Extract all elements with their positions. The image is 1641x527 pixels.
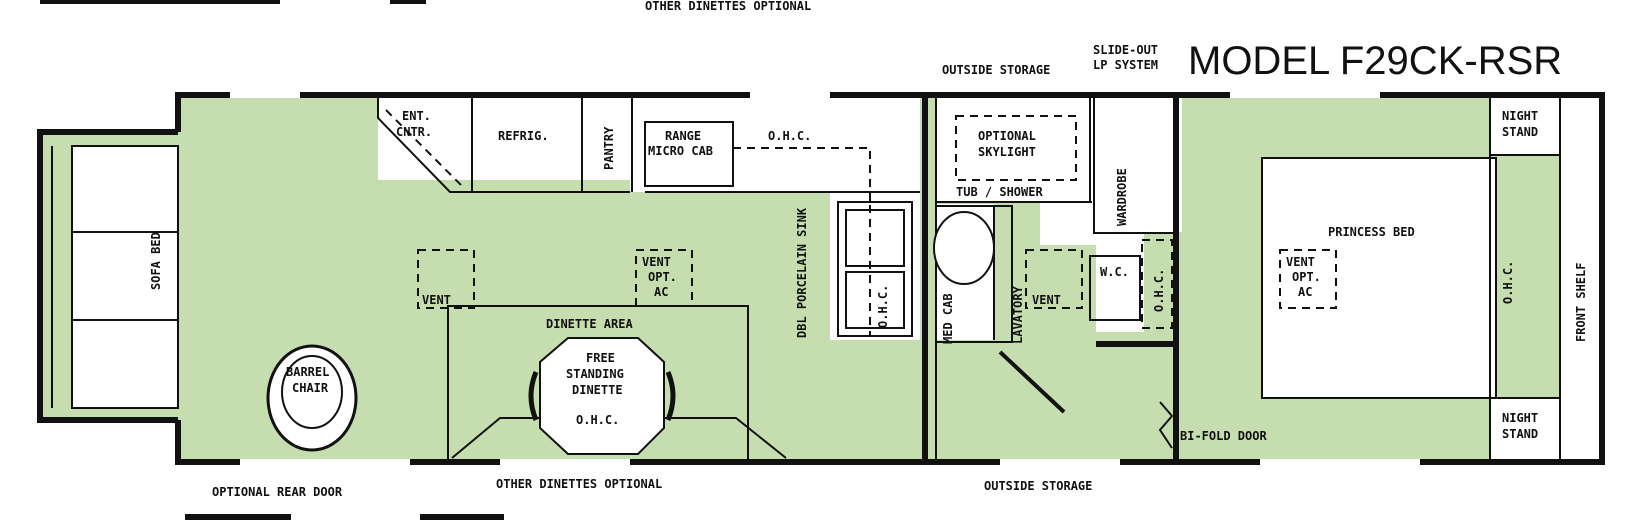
optional-skylight-label-1: OPTIONAL bbox=[978, 129, 1036, 143]
ohc-sink-label: O.H.C. bbox=[876, 285, 890, 328]
outside-storage-top: OUTSIDE STORAGE bbox=[942, 63, 1050, 77]
vent-opt-label-3: AC bbox=[654, 285, 668, 299]
vent-bed-label-1: VENT bbox=[1286, 255, 1315, 269]
vent-opt-label-2: OPT. bbox=[648, 270, 677, 284]
optional-skylight-label-2: SKYLIGHT bbox=[978, 145, 1036, 159]
range-label: RANGE bbox=[665, 129, 701, 143]
micro-cab-label: MICRO CAB bbox=[648, 144, 713, 158]
top-edge-line-left bbox=[40, 0, 280, 4]
ohc-bath-label: O.H.C. bbox=[1152, 269, 1166, 312]
vent-bed-label-3: AC bbox=[1298, 285, 1312, 299]
optional-rear-door-label: OPTIONAL REAR DOOR bbox=[212, 485, 343, 499]
dinette: DINETTE AREA FREE STANDING DINETTE O.H.C… bbox=[447, 305, 787, 462]
free-standing-label-2: STANDING bbox=[566, 367, 624, 381]
vent-left-label: VENT bbox=[422, 293, 451, 307]
barrel-chair-label-2: CHAIR bbox=[292, 381, 329, 395]
sofa-bed-label: SOFA BED bbox=[149, 232, 163, 290]
free-standing-label-1: FREE bbox=[586, 351, 615, 365]
refrig-label: REFRIG. bbox=[498, 129, 549, 143]
window-gaps bbox=[230, 92, 1420, 465]
kitchen-cabinets: ENT. CNTR. REFRIG. PANTRY RANGE MICRO CA… bbox=[377, 97, 920, 205]
night-stand-bottom-label-2: STAND bbox=[1502, 427, 1538, 441]
princess-bed-label: PRINCESS BED bbox=[1328, 225, 1415, 239]
night-stand-bottom-label-1: NIGHT bbox=[1502, 411, 1538, 425]
barrel-chair: BARREL CHAIR bbox=[266, 344, 358, 452]
dbl-sink-label: DBL PORCELAIN SINK bbox=[795, 207, 809, 338]
wardrobe-label: WARDROBE bbox=[1115, 168, 1129, 226]
front-shelf-label: FRONT SHELF bbox=[1574, 263, 1588, 342]
model-title: MODEL F29CK-RSR bbox=[1188, 39, 1562, 83]
dinette-area-label: DINETTE AREA bbox=[546, 317, 633, 331]
vent-bed-label-2: OPT. bbox=[1292, 270, 1321, 284]
night-stand-top-label-1: NIGHT bbox=[1502, 109, 1538, 123]
slide-out-label: SLIDE-OUT bbox=[1093, 43, 1158, 57]
rear-door-line-left bbox=[185, 514, 291, 520]
vent-opt-ac: VENT OPT. AC bbox=[635, 249, 693, 307]
vent-left: VENT bbox=[417, 249, 475, 309]
bi-fold-door: BI-FOLD DOOR bbox=[1158, 401, 1267, 449]
top-edge-line-mid bbox=[390, 0, 426, 4]
double-sink: O.H.C. DBL PORCELAIN SINK bbox=[795, 201, 913, 338]
exterior-walls bbox=[37, 92, 1605, 465]
vent-bath-label: VENT bbox=[1032, 293, 1061, 307]
lavatory-label: LAVATORY bbox=[1011, 285, 1025, 344]
ent-cntr-label-2: CNTR. bbox=[396, 125, 432, 139]
other-dinettes-label: OTHER DINETTES OPTIONAL bbox=[496, 477, 662, 491]
ent-cntr-label-1: ENT. bbox=[402, 109, 431, 123]
ohc-bed-label: O.H.C. bbox=[1501, 261, 1515, 304]
tub-shower-label: TUB / SHOWER bbox=[956, 185, 1043, 199]
rear-door-line-right bbox=[420, 514, 504, 520]
ohc-kitchen-label: O.H.C. bbox=[768, 129, 811, 143]
lp-system-label: LP SYSTEM bbox=[1093, 58, 1158, 72]
ohc-dinette-label: O.H.C. bbox=[576, 413, 619, 427]
bathroom: OPTIONAL SKYLIGHT TUB / SHOWER WARDROBE … bbox=[922, 95, 1179, 462]
bedroom: PRINCESS BED VENT OPT. AC O.H.C. NIGHT S… bbox=[1261, 95, 1588, 462]
barrel-chair-label-1: BARREL bbox=[286, 365, 329, 379]
top-dinettes-caption: OTHER DINETTES OPTIONAL bbox=[645, 0, 811, 13]
sofa-bed: SOFA BED bbox=[51, 145, 179, 409]
bi-fold-label: BI-FOLD DOOR bbox=[1180, 429, 1267, 443]
wc-label: W.C. bbox=[1100, 265, 1129, 279]
pantry-label: PANTRY bbox=[602, 126, 616, 170]
night-stand-top-label-2: STAND bbox=[1502, 125, 1538, 139]
free-standing-label-3: DINETTE bbox=[572, 383, 623, 397]
outside-storage-bottom: OUTSIDE STORAGE bbox=[984, 479, 1092, 493]
vent-opt-label-1: VENT bbox=[642, 255, 671, 269]
med-cab-label: MED CAB bbox=[941, 293, 955, 344]
